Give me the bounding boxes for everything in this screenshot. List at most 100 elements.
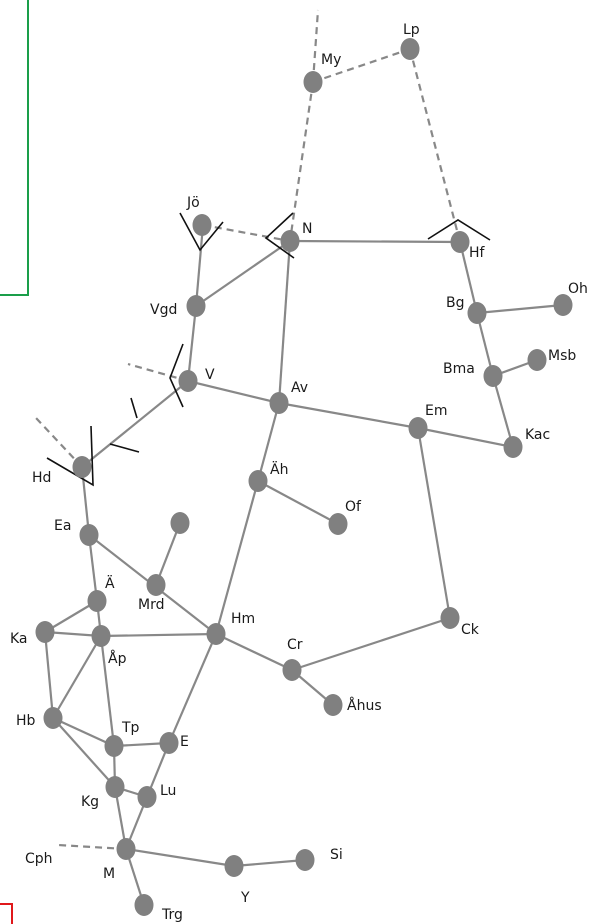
label-ah: Äh bbox=[270, 460, 288, 478]
stations bbox=[35, 38, 573, 916]
station-hb bbox=[43, 707, 63, 729]
mark-hf bbox=[427, 219, 491, 241]
station-hd bbox=[72, 456, 92, 478]
solid-edges bbox=[43, 224, 564, 906]
label-ck: Ck bbox=[461, 622, 480, 638]
edge-av-em bbox=[278, 401, 419, 430]
station-ap bbox=[91, 625, 111, 647]
station-lu bbox=[137, 786, 157, 808]
station-ka bbox=[35, 621, 55, 643]
station-a bbox=[87, 590, 107, 612]
mark-v bbox=[169, 343, 184, 408]
label-hb: Hb bbox=[16, 713, 36, 729]
label-ahus: Åhus bbox=[347, 697, 382, 714]
station-cr bbox=[282, 659, 302, 681]
edge-v-west bbox=[127, 362, 189, 383]
station-em bbox=[408, 417, 428, 439]
label-ka: Ka bbox=[10, 631, 28, 647]
edge-hm-e bbox=[167, 633, 218, 744]
label-cr: Cr bbox=[287, 637, 303, 653]
edge-ap-tp bbox=[99, 635, 116, 747]
station-e bbox=[159, 732, 179, 754]
station-av bbox=[269, 392, 289, 414]
label-lp: Lp bbox=[403, 22, 420, 38]
edge-n-hf bbox=[289, 239, 461, 244]
station-mrd bbox=[146, 574, 166, 596]
edge-ap-hb bbox=[52, 635, 102, 719]
edge-hm-cr bbox=[215, 633, 293, 671]
station-y bbox=[224, 855, 244, 877]
label-av: Av bbox=[291, 380, 308, 396]
edge-my-n bbox=[288, 81, 315, 242]
label-m: M bbox=[103, 866, 115, 882]
edge-my-north bbox=[311, 9, 320, 83]
station-kac bbox=[503, 436, 523, 458]
station-si bbox=[295, 849, 315, 871]
label-tp: Tp bbox=[121, 720, 140, 736]
red-frame bbox=[0, 903, 13, 924]
edge-a-ka bbox=[44, 600, 98, 633]
station-n bbox=[280, 230, 300, 252]
station-kg bbox=[105, 776, 125, 798]
boundary-marks bbox=[46, 212, 491, 487]
label-ea: Ea bbox=[54, 518, 71, 534]
station-my bbox=[303, 71, 323, 93]
station-lp bbox=[400, 38, 420, 60]
station-oh bbox=[553, 294, 573, 316]
edge-hb-tp bbox=[52, 717, 115, 747]
dashed-edges bbox=[35, 9, 462, 851]
station-ahus bbox=[323, 694, 343, 716]
edge-lp-hf bbox=[408, 48, 462, 243]
mark-hd bbox=[46, 425, 94, 487]
edge-vgd-v bbox=[186, 305, 198, 382]
station-vgd bbox=[186, 295, 206, 317]
label-hf: Hf bbox=[469, 245, 486, 261]
label-n: N bbox=[302, 221, 312, 237]
label-v: V bbox=[205, 367, 215, 383]
label-lu: Lu bbox=[160, 783, 176, 799]
label-hm: Hm bbox=[231, 611, 255, 627]
edge-v-hd bbox=[81, 380, 189, 468]
edge-v-av bbox=[187, 379, 280, 405]
edge-ka-hb bbox=[43, 631, 55, 719]
label-a: Ä bbox=[105, 574, 115, 592]
label-cph: Cph bbox=[25, 851, 53, 867]
mark-hd-v bbox=[109, 397, 140, 453]
edge-n-vgd bbox=[195, 240, 291, 307]
edge-my-lp bbox=[312, 47, 411, 84]
station-msb bbox=[527, 349, 547, 371]
station-m bbox=[116, 838, 136, 860]
label-ap: Åp bbox=[108, 650, 127, 667]
station-labels: My Lp Jö N Hf Vgd Bg Oh Bma Msb V Av Em … bbox=[10, 22, 588, 923]
mark-n bbox=[264, 212, 295, 259]
label-hd: Hd bbox=[32, 470, 51, 486]
edge-hb-kg bbox=[52, 717, 116, 788]
label-si: Si bbox=[330, 847, 343, 863]
edge-m-y bbox=[125, 847, 235, 868]
edge-hf-bg bbox=[458, 241, 479, 314]
edge-ap-hm bbox=[100, 632, 217, 638]
label-of: Of bbox=[345, 499, 362, 515]
edge-ah-of bbox=[257, 480, 339, 525]
mark-jo bbox=[179, 212, 224, 252]
edge-em-ck bbox=[416, 427, 452, 619]
edge-m-cph bbox=[57, 843, 127, 851]
label-msb: Msb bbox=[548, 348, 576, 364]
station-of bbox=[328, 513, 348, 535]
edge-ah-hm bbox=[214, 480, 260, 635]
edge-bma-kac bbox=[491, 375, 515, 448]
station-mrd-top bbox=[170, 512, 190, 534]
label-kg: Kg bbox=[81, 794, 99, 810]
station-jo bbox=[192, 214, 212, 236]
edge-ea-a bbox=[87, 534, 99, 602]
station-bma bbox=[483, 365, 503, 387]
label-my: My bbox=[321, 52, 341, 68]
label-trg: Trg bbox=[161, 907, 183, 923]
edge-jo-vgd bbox=[194, 224, 205, 307]
green-frame bbox=[0, 0, 29, 296]
label-bg: Bg bbox=[446, 295, 465, 311]
label-kac: Kac bbox=[525, 427, 550, 443]
label-y: Y bbox=[240, 890, 250, 906]
station-tp bbox=[104, 735, 124, 757]
